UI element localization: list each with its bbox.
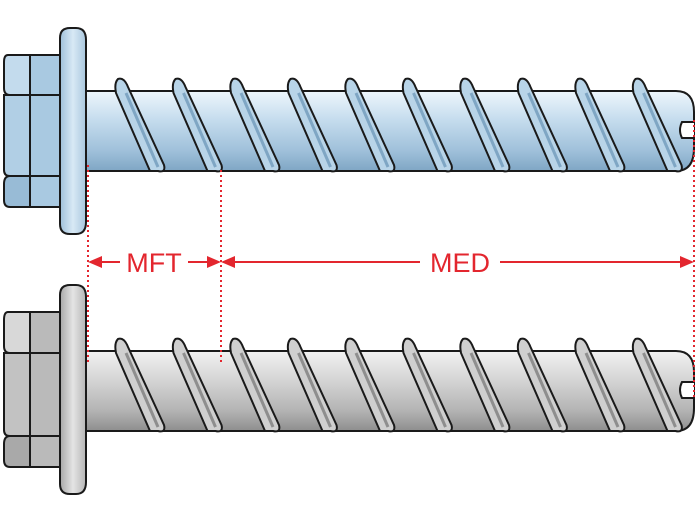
screw-bottom-thread-shade <box>642 352 677 428</box>
med-arrow-left <box>221 256 235 268</box>
screw-top-hex-head <box>3 54 63 208</box>
screw-top-threads <box>114 77 683 173</box>
screw-bottom-flange <box>59 284 87 495</box>
screw-top-thread-shade <box>527 92 562 168</box>
screw-top <box>3 27 695 235</box>
screw-bottom-thread-shade <box>124 352 160 428</box>
screw-bottom-tip-slot <box>679 381 694 399</box>
med-dimension: MED <box>221 248 694 278</box>
screw-top-thread-shade <box>354 92 390 168</box>
screw-bottom <box>3 284 695 495</box>
screw-bottom-thread-shade <box>239 352 275 428</box>
screw-top-thread-shade <box>182 92 217 168</box>
screw-bottom-thread-shade <box>527 352 562 428</box>
mft-arrow-right <box>207 256 221 268</box>
screw-top-thread-shade <box>124 92 160 168</box>
screw-top-thread-shade <box>642 92 677 168</box>
screw-top-thread-shade <box>584 92 620 168</box>
screw-bottom-thread-shade <box>354 352 390 428</box>
dimension-annotations: MFT MED <box>87 120 695 400</box>
screw-bottom-hex-head <box>3 311 63 468</box>
med-label: MED <box>430 248 490 278</box>
screw-top-flange <box>59 27 87 235</box>
med-arrow-right <box>680 256 694 268</box>
screw-bottom-thread-shade <box>412 352 447 428</box>
screw-top-thread-shade <box>469 92 505 168</box>
mft-label: MFT <box>126 248 181 278</box>
mft-dimension: MFT <box>88 248 221 278</box>
screw-bottom-thread-shade <box>182 352 217 428</box>
screw-top-thread-shade <box>239 92 275 168</box>
screw-top-thread-shade <box>297 92 332 168</box>
screw-bottom-thread-shade <box>469 352 505 428</box>
screw-top-tip-slot <box>679 121 694 139</box>
mft-arrow-left <box>88 256 102 268</box>
screw-bottom-thread-shade <box>297 352 332 428</box>
screw-bottom-threads <box>114 337 683 433</box>
screw-bottom-thread-shade <box>584 352 620 428</box>
screw-top-thread-shade <box>412 92 447 168</box>
